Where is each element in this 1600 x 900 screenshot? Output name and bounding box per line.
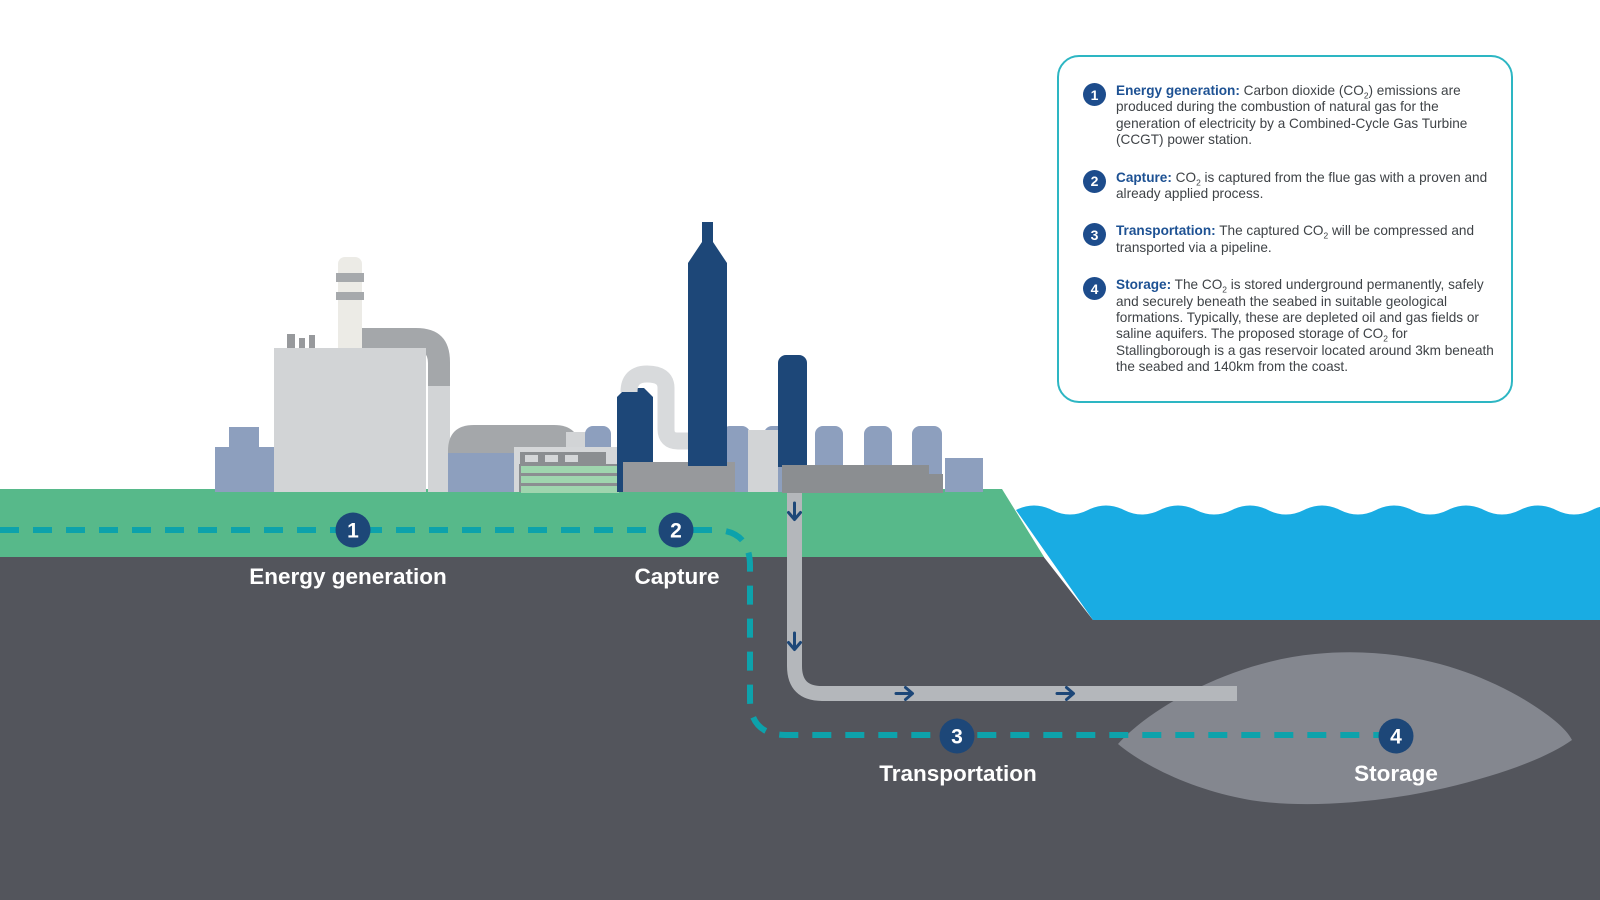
roof-duct — [362, 328, 450, 394]
arrow-down-icon — [787, 631, 802, 651]
turbine-hall — [274, 348, 426, 492]
pipeline — [787, 492, 1237, 701]
step-badge: 3 — [1083, 223, 1106, 247]
step-number: 1 — [347, 520, 359, 543]
info-item-title: Capture: — [1116, 169, 1172, 185]
step-badge: 4 — [1083, 277, 1106, 301]
info-item-body: The CO2 is stored underground permanentl… — [1116, 277, 1494, 375]
step-badge: 1 — [1083, 83, 1106, 106]
step-number: 4 — [1390, 726, 1402, 749]
info-item-energy-generation: 1 Energy generation: Carbon dioxide (CO2… — [1083, 83, 1495, 149]
land-surface — [0, 489, 1044, 557]
step-label-energy-generation: Energy generation — [249, 564, 447, 589]
info-item-capture: 2 Capture: CO2 is captured from the flue… — [1083, 169, 1495, 203]
step-label-capture: Capture — [634, 564, 719, 589]
flue-duct — [620, 365, 692, 450]
info-item-body: CO2 is captured from the flue gas with a… — [1116, 169, 1488, 202]
arrow-right-icon — [1055, 686, 1075, 701]
info-item-text: Transportation: The captured CO2 will be… — [1116, 223, 1495, 256]
step-number: 2 — [670, 520, 682, 543]
pipeline-flow-arrows — [787, 501, 1075, 701]
tall-chimney — [688, 222, 727, 466]
info-item-title: Transportation: — [1116, 223, 1216, 239]
power-station — [215, 257, 450, 492]
info-item-text: Storage: The CO2 is stored underground p… — [1116, 277, 1495, 375]
info-item-transportation: 3 Transportation: The captured CO2 will … — [1083, 223, 1495, 256]
step-label-transportation: Transportation — [879, 761, 1037, 786]
arrow-right-icon — [894, 686, 914, 701]
info-item-title: Storage: — [1116, 277, 1172, 293]
arrow-down-icon — [787, 501, 802, 521]
step-number: 3 — [951, 726, 963, 749]
info-item-storage: 4 Storage: The CO2 is stored underground… — [1083, 277, 1495, 375]
step-marker-3: 3 — [939, 718, 975, 754]
info-box: 1 Energy generation: Carbon dioxide (CO2… — [1057, 55, 1513, 403]
info-item-body: Carbon dioxide (CO2) emissions are produ… — [1116, 83, 1468, 148]
info-item-text: Energy generation: Carbon dioxide (CO2) … — [1116, 83, 1495, 149]
sea — [1016, 505, 1600, 620]
capture-unit-building — [514, 447, 626, 493]
capture-plant — [448, 222, 983, 493]
step-marker-2: 2 — [658, 512, 694, 548]
info-item-body: The captured CO2 will be compressed and … — [1116, 223, 1475, 255]
step-marker-1: 1 — [335, 512, 371, 548]
step-label-storage: Storage — [1354, 761, 1438, 786]
power-station-chimney — [336, 257, 364, 360]
step-marker-4: 4 — [1378, 718, 1414, 754]
short-chimney — [778, 355, 807, 467]
info-item-text: Capture: CO2 is captured from the flue g… — [1116, 170, 1495, 203]
step-badge: 2 — [1083, 169, 1106, 193]
info-item-title: Energy generation: — [1116, 83, 1240, 98]
underground — [0, 556, 1600, 900]
process-route — [0, 527, 1396, 738]
